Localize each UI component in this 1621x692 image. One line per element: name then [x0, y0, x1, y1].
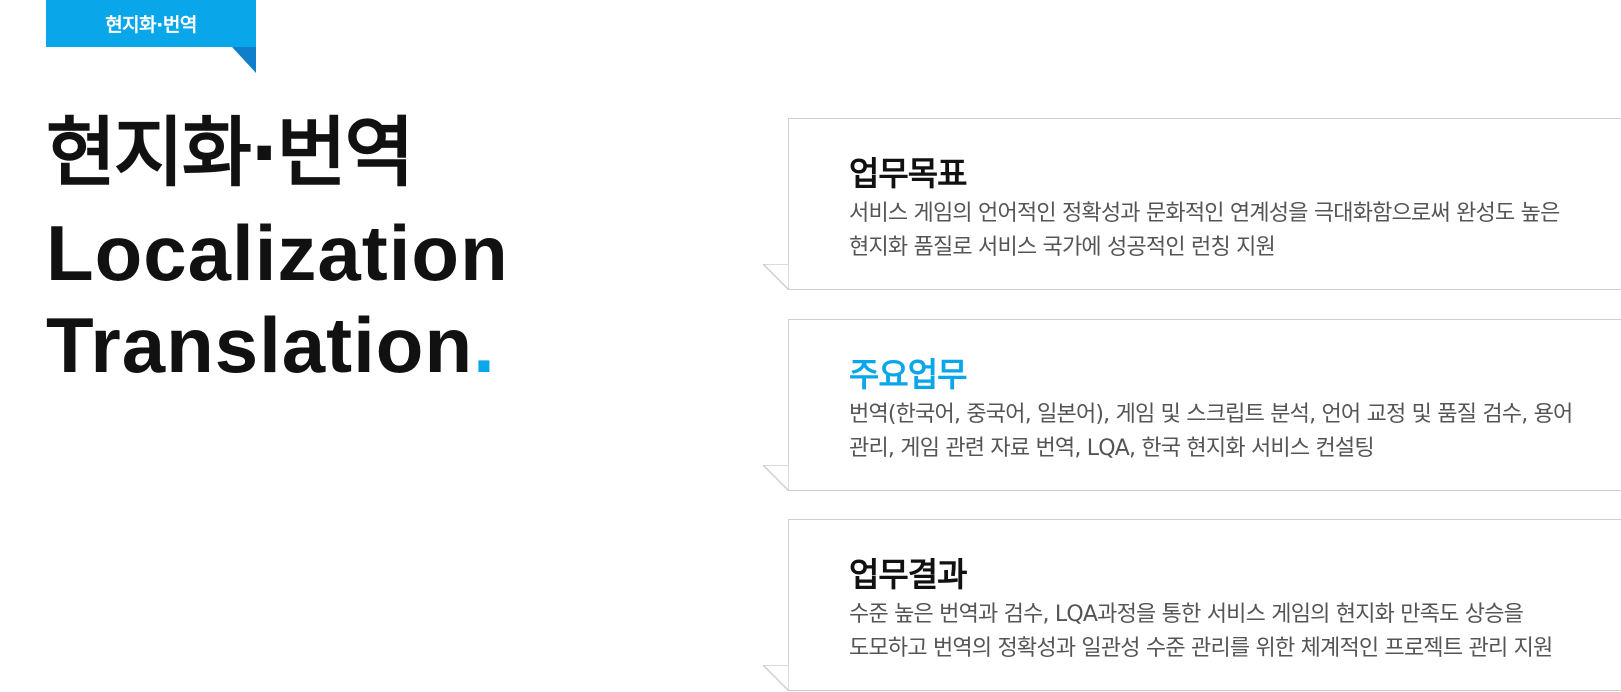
page-title-korean: 현지화·번역 [46, 108, 414, 197]
card-heading: 업무목표 [849, 154, 967, 193]
card-description: 번역(한국어, 중국어, 일본어), 게임 및 스크립트 분석, 언어 교정 및… [849, 398, 1589, 466]
page-title-english-line1: Localization [46, 209, 509, 297]
card-description: 수준 높은 번역과 검수, LQA과정을 통한 서비스 게임의 현지화 만족도 … [849, 598, 1589, 666]
card-description-line: 수준 높은 번역과 검수, LQA과정을 통한 서비스 게임의 현지화 만족도 … [849, 602, 1524, 627]
card-heading: 업무결과 [849, 555, 967, 594]
card-description-line: 관리, 게임 관련 자료 번역, LQA, 한국 현지화 서비스 컨설팅 [849, 436, 1375, 461]
card-fold-corner [763, 465, 789, 491]
card-fold-corner [763, 264, 789, 290]
card-heading: 주요업무 [849, 355, 967, 394]
section-tab[interactable]: 현지화·번역 [46, 0, 256, 47]
title-accent-dot: . [473, 301, 496, 389]
tab-fold-corner [232, 47, 256, 73]
card-description: 서비스 게임의 언어적인 정확성과 문화적인 연계성을 극대화함으로써 완성도 … [849, 197, 1589, 265]
section-tab-label: 현지화·번역 [105, 14, 197, 36]
page-title-english-line2: Translation. [46, 300, 496, 390]
card-description-line: 번역(한국어, 중국어, 일본어), 게임 및 스크립트 분석, 언어 교정 및… [849, 402, 1573, 427]
card-main-tasks: 주요업무 번역(한국어, 중국어, 일본어), 게임 및 스크립트 분석, 언어… [763, 319, 1621, 491]
card-description-line: 현지화 품질로 서비스 국가에 성공적인 런칭 지원 [849, 235, 1276, 260]
card-description-line: 도모하고 번역의 정확성과 일관성 수준 관리를 위한 체계적인 프로젝트 관리… [849, 636, 1553, 661]
card-work-goal: 업무목표 서비스 게임의 언어적인 정확성과 문화적인 연계성을 극대화함으로써… [763, 118, 1621, 290]
card-description-line: 서비스 게임의 언어적인 정확성과 문화적인 연계성을 극대화함으로써 완성도 … [849, 201, 1560, 226]
card-fold-corner [763, 665, 789, 691]
title-line2-text: Translation [46, 301, 474, 389]
card-work-results: 업무결과 수준 높은 번역과 검수, LQA과정을 통한 서비스 게임의 현지화… [763, 519, 1621, 691]
